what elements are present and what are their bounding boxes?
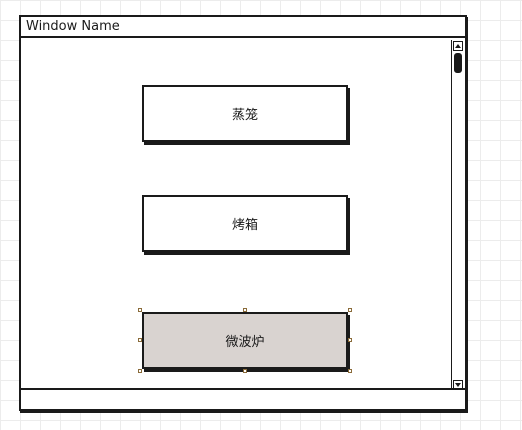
vertical-scrollbar[interactable]	[451, 40, 465, 391]
resize-handle-bottom-left[interactable]	[138, 369, 142, 373]
app-window: Window Name 蒸笼 烤箱 微波炉	[19, 15, 467, 411]
resize-handle-top-right[interactable]	[348, 308, 352, 312]
microwave-button[interactable]: 微波炉	[142, 312, 348, 369]
resize-handle-bottom-right[interactable]	[348, 369, 352, 373]
status-bar	[21, 388, 465, 409]
window-title: Window Name	[26, 19, 120, 34]
title-bar[interactable]: Window Name	[21, 17, 465, 38]
scroll-thumb[interactable]	[454, 53, 462, 73]
scroll-up-button[interactable]	[453, 41, 463, 51]
arrow-up-icon	[455, 44, 461, 48]
steamer-button[interactable]: 蒸笼	[142, 85, 348, 142]
window-content: 蒸笼 烤箱 微波炉	[21, 38, 453, 390]
resize-handle-bottom[interactable]	[243, 369, 247, 373]
resize-handle-right[interactable]	[348, 338, 352, 342]
arrow-down-icon	[455, 383, 461, 387]
oven-button[interactable]: 烤箱	[142, 195, 348, 252]
